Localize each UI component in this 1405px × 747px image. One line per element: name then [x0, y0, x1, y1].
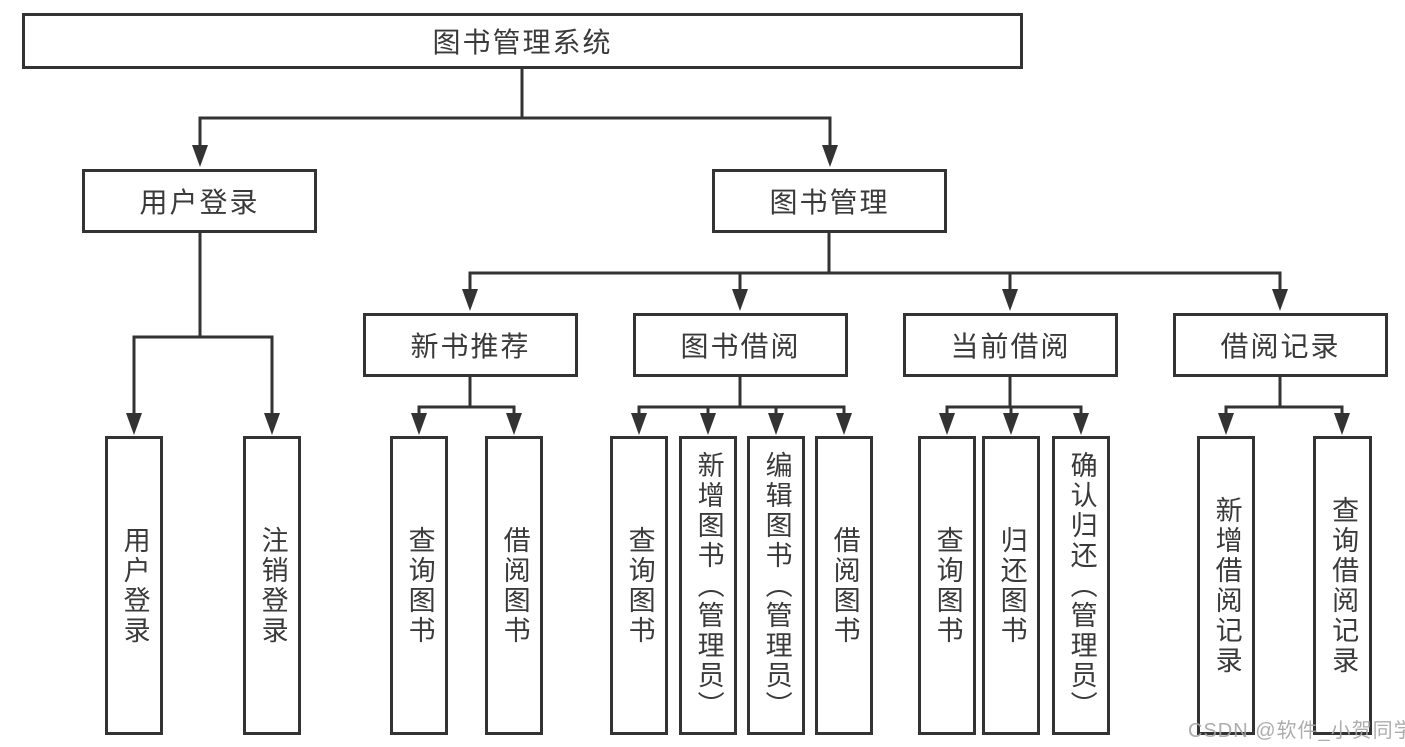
node-label: 查询借阅记录 — [1328, 495, 1359, 676]
node-root: 图书管理系统 — [22, 13, 1023, 69]
connector-user-login-children — [126, 233, 280, 435]
connector-current-borrow-children — [939, 377, 1089, 435]
node-label: 图书管理 — [769, 187, 890, 218]
node-user-login: 用户登录 — [82, 169, 317, 233]
leaf-add-borrow-record: 新增借阅记录 — [1197, 436, 1255, 735]
connector-borrow-records-children — [1218, 377, 1350, 435]
node-label: 图书借阅 — [680, 331, 801, 362]
node-label: 新书推荐 — [410, 331, 531, 362]
connector-new-book-children — [411, 377, 522, 435]
leaf-edit-book-admin: 编辑图书（管理员） — [747, 436, 805, 735]
node-label: 图书管理系统 — [432, 27, 613, 58]
node-label: 查询图书 — [932, 525, 963, 646]
node-label: 归还图书 — [996, 525, 1027, 646]
node-book-management: 图书管理 — [712, 169, 947, 233]
node-label: 编辑图书（管理员） — [761, 450, 792, 721]
node-book-borrow: 图书借阅 — [633, 313, 848, 377]
node-label: 用户登录 — [119, 525, 150, 646]
node-label: 借阅记录 — [1220, 331, 1341, 362]
node-label: 当前借阅 — [950, 331, 1071, 362]
node-label: 借阅图书 — [499, 525, 530, 646]
leaf-query-borrow-record: 查询借阅记录 — [1313, 436, 1372, 735]
leaf-user-login: 用户登录 — [105, 436, 163, 735]
leaf-borrow-books: 借阅图书 — [815, 436, 873, 735]
leaf-confirm-return-admin: 确认归还（管理员） — [1052, 436, 1110, 735]
leaf-return-books: 归还图书 — [982, 436, 1040, 735]
leaf-query-books-current: 查询图书 — [918, 436, 976, 735]
leaf-add-book-admin: 新增图书（管理员） — [679, 436, 737, 735]
node-new-book-recommend: 新书推荐 — [363, 313, 578, 377]
node-current-borrow: 当前借阅 — [903, 313, 1118, 377]
leaf-query-books-recommend: 查询图书 — [390, 436, 448, 735]
node-label: 确认归还（管理员） — [1066, 450, 1097, 721]
connector-book-management-children — [462, 233, 1288, 311]
node-label: 新增图书（管理员） — [693, 450, 724, 721]
node-borrow-records: 借阅记录 — [1173, 313, 1388, 377]
node-label: 新增借阅记录 — [1211, 495, 1242, 676]
node-label: 借阅图书 — [829, 525, 860, 646]
leaf-query-books-borrow: 查询图书 — [610, 436, 668, 735]
connector-book-borrow-children — [631, 377, 852, 435]
leaf-logout: 注销登录 — [243, 436, 301, 735]
node-label: 查询图书 — [624, 525, 655, 646]
node-label: 查询图书 — [404, 525, 435, 646]
connector-root-to-level2 — [192, 69, 838, 167]
leaf-borrow-books-recommend: 借阅图书 — [485, 436, 543, 735]
node-label: 用户登录 — [139, 187, 260, 218]
node-label: 注销登录 — [257, 525, 288, 646]
csdn-watermark: CSDN @软件_小贺同学 — [1188, 720, 1405, 742]
